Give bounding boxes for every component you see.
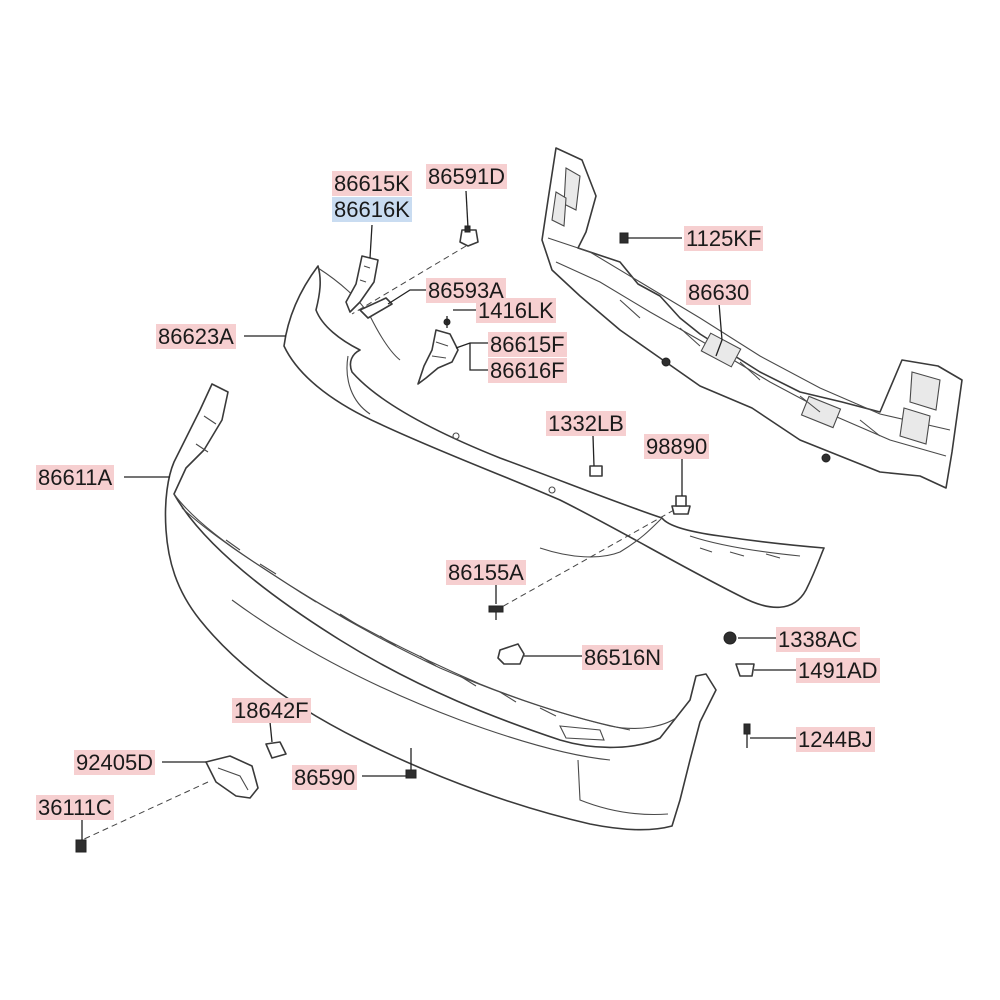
bumper-upper-cover (283, 265, 825, 609)
label-86516N[interactable]: 86516N (582, 645, 664, 670)
screw-86590 (405, 764, 417, 779)
assembly-line (81, 781, 209, 841)
label-1338AC[interactable]: 1338AC (776, 627, 860, 652)
label-1332LB[interactable]: 1332LB (546, 411, 626, 436)
clip-1332LB (589, 465, 603, 477)
label-86616K[interactable]: 86616K (332, 197, 412, 222)
clip-1491AD (735, 663, 755, 677)
label-1125KF[interactable]: 1125KF (684, 226, 764, 251)
label-1416LK[interactable]: 1416LK (476, 298, 556, 323)
bolt-1244BJ (743, 723, 751, 748)
nut-1338AC (723, 631, 737, 645)
label-98890[interactable]: 98890 (644, 434, 710, 459)
screw-1416LK (443, 316, 451, 328)
clip-86591D (459, 225, 479, 247)
side-bracket-lower (417, 329, 459, 385)
label-18642F[interactable]: 18642F (232, 698, 311, 723)
label-86611A[interactable]: 86611A (36, 465, 115, 490)
label-86615F[interactable]: 86615F (488, 332, 567, 357)
label-86591D[interactable]: 86591D (426, 164, 508, 189)
bumper-rail-beam (541, 147, 963, 489)
pad-86593A (359, 297, 393, 319)
bumper-lower-fascia (164, 383, 717, 831)
label-86155A[interactable]: 86155A (446, 560, 526, 585)
label-86616F[interactable]: 86616F (488, 358, 567, 383)
lamp-92405D (205, 755, 259, 799)
label-86623A[interactable]: 86623A (156, 324, 236, 349)
assembly-line (499, 509, 675, 609)
label-1244BJ[interactable]: 1244BJ (796, 727, 875, 752)
assembly-line (351, 245, 467, 315)
label-92405D[interactable]: 92405D (74, 750, 156, 775)
label-36111C[interactable]: 36111C (36, 795, 114, 820)
label-1491AD[interactable]: 1491AD (796, 658, 880, 683)
screw-36111C (75, 839, 87, 853)
label-86615K[interactable]: 86615K (332, 171, 412, 196)
label-86590[interactable]: 86590 (292, 765, 358, 790)
grommet-98890 (671, 495, 691, 515)
side-bracket-upper (345, 255, 379, 313)
bulb-18642F (265, 741, 287, 759)
label-86630[interactable]: 86630 (686, 280, 752, 305)
leader-lines (81, 190, 796, 840)
retainer-86516N (497, 643, 525, 665)
bolt-1125KF (619, 232, 646, 244)
screw-86155A (488, 605, 504, 620)
